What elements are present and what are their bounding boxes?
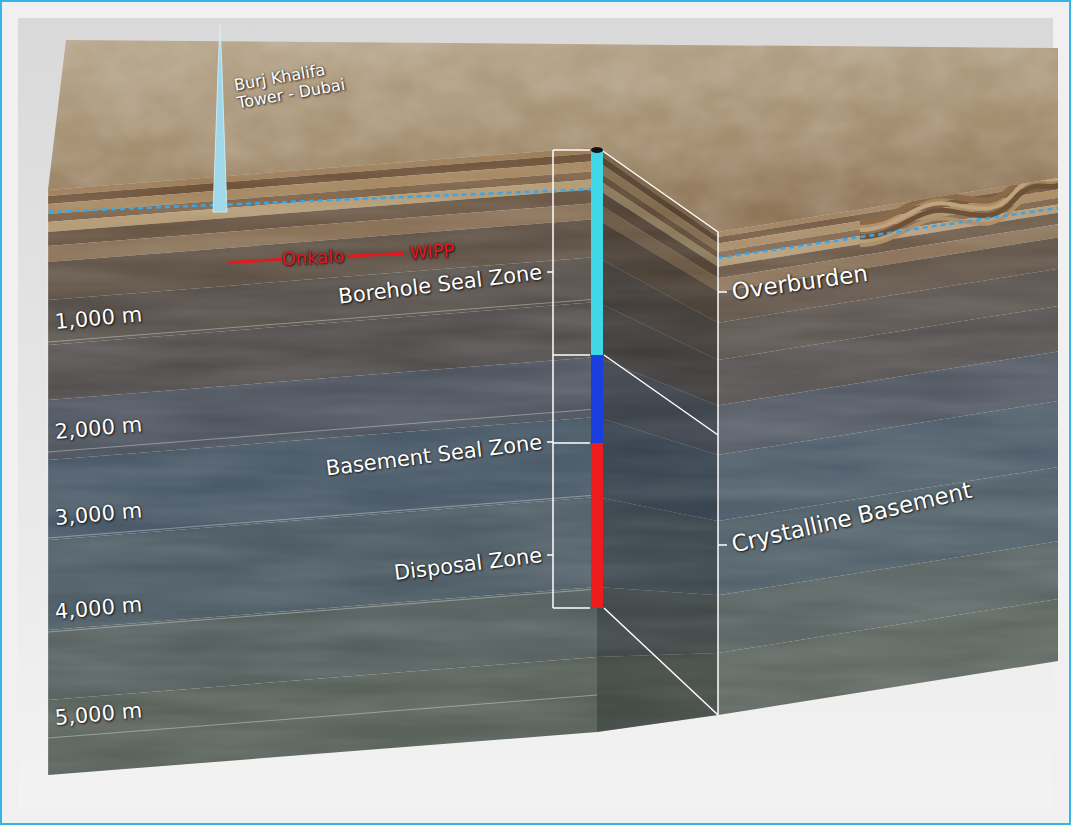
bracket-tick — [718, 291, 727, 293]
bracket-line — [604, 355, 718, 435]
bracket-tick — [547, 271, 553, 273]
fold-band — [860, 193, 1060, 245]
right-face-strata — [718, 178, 1058, 715]
depth-label: 1,000 m — [54, 302, 143, 334]
borehole-cap — [591, 147, 603, 153]
rock-texture — [718, 178, 1058, 715]
depth-line — [48, 695, 597, 738]
bracket-line — [597, 147, 718, 232]
depth-label: 4,000 m — [54, 592, 143, 624]
bracket-line — [717, 232, 719, 715]
bracket-tick — [718, 544, 727, 546]
cut-face-shade — [597, 147, 718, 732]
tower-symbol — [213, 25, 227, 212]
borehole-seal-section — [591, 150, 603, 355]
zone-label: Disposal Zone — [393, 543, 544, 585]
bracket-tick — [553, 442, 590, 444]
landmark-label: Burj Khalifa Tower - Dubai — [233, 54, 367, 113]
depth-label: 2,000 m — [54, 412, 143, 444]
depth-line — [48, 299, 597, 342]
disposal-section — [591, 443, 603, 608]
depth-label: 5,000 m — [54, 698, 143, 730]
cut-face-strata — [597, 147, 718, 732]
rock-texture — [48, 147, 597, 775]
depth-marker-line — [347, 253, 404, 256]
bracket-tick — [553, 354, 590, 356]
block-edge — [48, 190, 49, 775]
facility-label: Onkalo — [281, 246, 345, 270]
bracket-line — [604, 608, 718, 715]
depth-line — [48, 589, 597, 632]
facility-label: WIPP — [409, 240, 455, 263]
bracket-tick — [547, 441, 553, 443]
depth-marker-line — [228, 260, 281, 263]
right-face-shade — [718, 178, 1058, 715]
formation-label: Crystalline Basement — [729, 477, 974, 558]
zone-label: Borehole Seal Zone — [337, 260, 543, 309]
formation-label: Overburden — [730, 260, 869, 305]
water-table-line — [48, 189, 597, 212]
basement-seal-section — [591, 355, 603, 443]
bracket-tick — [547, 554, 553, 556]
geologic-block — [48, 25, 1060, 775]
depth-line — [48, 495, 597, 538]
bracket-tick — [553, 149, 590, 151]
bracket-line — [552, 150, 554, 608]
water-table-line — [718, 208, 1058, 258]
bracket-tick — [553, 607, 590, 609]
zone-label: Basement Seal Zone — [324, 430, 543, 481]
borehole — [591, 147, 603, 608]
zone-bracket — [547, 150, 727, 715]
front-face-strata — [48, 147, 597, 775]
depth-label: 3,000 m — [54, 498, 143, 530]
rock-texture — [597, 147, 718, 732]
